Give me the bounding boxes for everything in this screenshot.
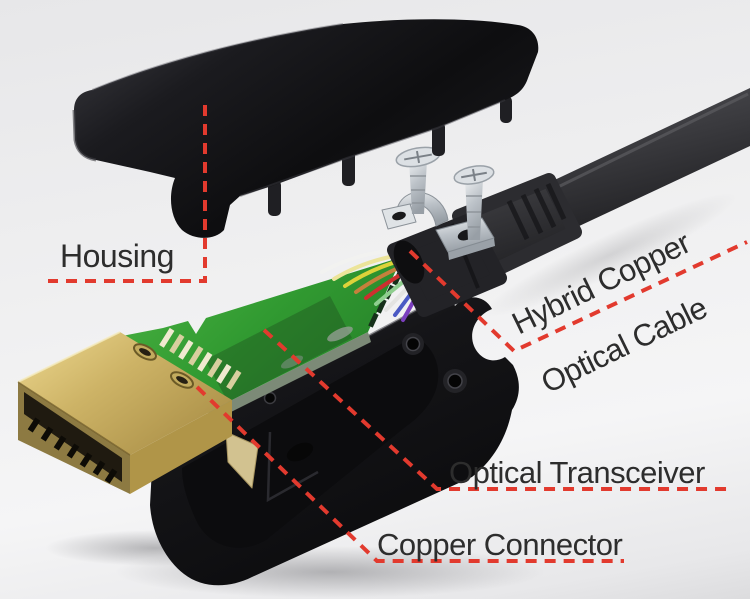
hdmi-connector-illustration <box>17 331 259 494</box>
optical-transceiver-pointer-line <box>262 328 728 491</box>
housing-cover-illustration <box>72 19 539 238</box>
screw-left <box>395 146 441 214</box>
gold-finger-contacts <box>159 327 242 390</box>
screw-right <box>453 165 495 240</box>
copper-connector-pointer-line <box>195 385 624 563</box>
housing-pegs <box>268 96 512 216</box>
housing-label: Housing <box>60 238 174 274</box>
hybrid-cable-pointer-line <box>408 240 748 354</box>
connector-pin-slots <box>27 417 118 484</box>
housing-pointer-line <box>48 105 207 283</box>
metal-clamp <box>381 191 495 260</box>
annotation-pointers <box>48 105 748 563</box>
optical-transceiver-label: Optical Transceiver <box>449 455 705 490</box>
bottom-shell-illustration <box>150 296 519 586</box>
copper-connector-label: Copper Connector <box>377 527 623 562</box>
